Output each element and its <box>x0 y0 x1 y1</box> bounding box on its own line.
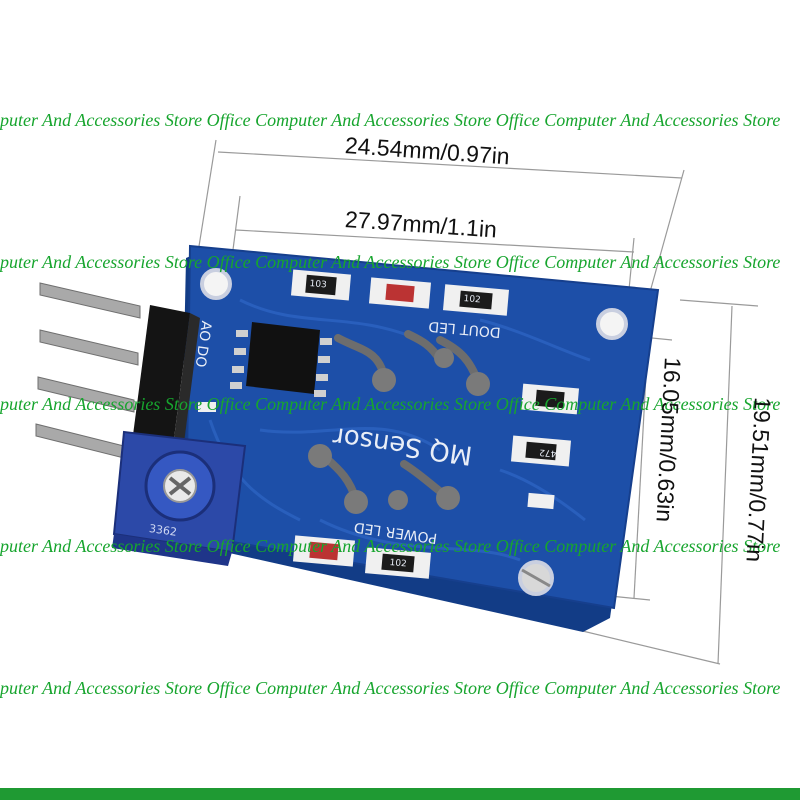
watermark-row-3: puter And Accessories Store Office Compu… <box>0 394 781 414</box>
pcb-board <box>112 244 660 632</box>
watermark-row-5: puter And Accessories Store Office Compu… <box>0 678 781 698</box>
silk-resistor-472: 472 <box>538 446 557 458</box>
ic-chip <box>230 322 332 397</box>
silk-resistor-102-top: 102 <box>463 294 482 306</box>
watermark-row-2: puter And Accessories Store Office Compu… <box>0 252 781 272</box>
watermark-row-4: puter And Accessories Store Office Compu… <box>0 536 781 556</box>
silk-resistor-103: 103 <box>309 279 328 291</box>
header-pins <box>35 282 141 460</box>
silk-resistor-102-bottom: 102 <box>389 558 408 570</box>
bottom-green-bar <box>0 788 800 800</box>
potentiometer <box>112 430 247 566</box>
smd-resistors <box>198 269 580 579</box>
watermark-row-1: puter And Accessories Store Office Compu… <box>0 110 781 130</box>
